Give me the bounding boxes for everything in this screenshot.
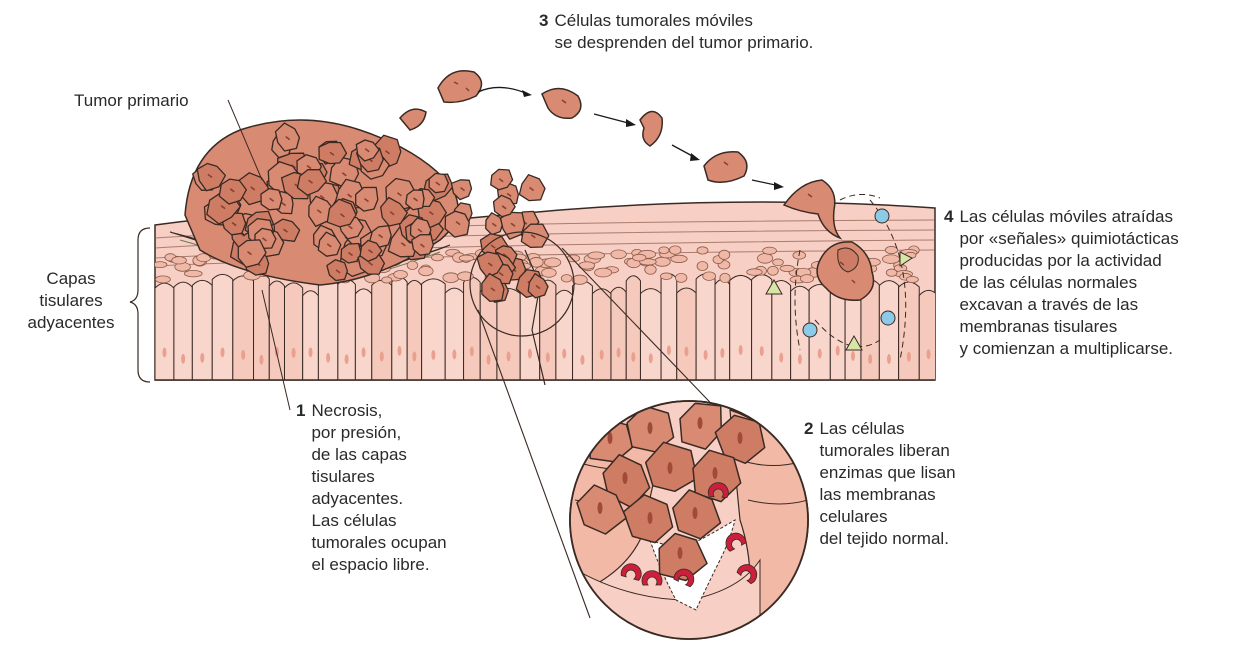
- step-line: Las células móviles atraídas: [959, 206, 1178, 228]
- step-line: por «señales» quimiotácticas: [959, 228, 1178, 250]
- capas-line: Capas: [8, 268, 134, 290]
- step-line: de las capas: [311, 444, 446, 466]
- step-line: las membranas: [819, 484, 955, 506]
- capas-line: adyacentes: [8, 312, 134, 334]
- step-text: Las células móviles atraídas por «señale…: [959, 206, 1178, 360]
- label-adjacent-layers: Capas tisulares adyacentes: [8, 268, 134, 334]
- step-line: adyacentes.: [311, 488, 446, 510]
- step-text: Las células tumorales liberan enzimas qu…: [819, 418, 955, 550]
- step-line: por presión,: [311, 422, 446, 444]
- step-line: enzimas que lisan: [819, 462, 955, 484]
- step-line: membranas tisulares: [959, 316, 1178, 338]
- step-number: 4: [944, 206, 953, 228]
- step-line: tisulares: [311, 466, 446, 488]
- step-line: se desprenden del tumor primario.: [554, 32, 813, 54]
- label-step-3: 3 Células tumorales móviles se desprende…: [539, 10, 813, 54]
- magnified-view: [560, 401, 815, 640]
- step-line: Células tumorales móviles: [554, 10, 813, 32]
- step-line: del tejido normal.: [819, 528, 955, 550]
- step-line: tumorales ocupan: [311, 532, 446, 554]
- label-step-2: 2 Las células tumorales liberan enzimas …: [804, 418, 956, 550]
- capas-line: tisulares: [8, 290, 134, 312]
- step-line: Las células: [819, 418, 955, 440]
- label-step-4: 4 Las células móviles atraídas por «seña…: [944, 206, 1179, 360]
- step-line: el espacio libre.: [311, 554, 446, 576]
- label-primary-tumor: Tumor primario: [74, 90, 189, 112]
- step-number: 3: [539, 10, 548, 32]
- step-number: 1: [296, 400, 305, 422]
- step-text: Necrosis, por presión, de las capas tisu…: [311, 400, 446, 576]
- step-line: excavan a través de las: [959, 294, 1178, 316]
- step-line: producidas por la actividad: [959, 250, 1178, 272]
- step-line: Las células: [311, 510, 446, 532]
- step-line: celulares: [819, 506, 955, 528]
- step-line: de las células normales: [959, 272, 1178, 294]
- label-step-1: 1 Necrosis, por presión, de las capas ti…: [296, 400, 447, 576]
- step-number: 2: [804, 418, 813, 440]
- step-text: Células tumorales móviles se desprenden …: [554, 10, 813, 54]
- step-line: tumorales liberan: [819, 440, 955, 462]
- step-line: Necrosis,: [311, 400, 446, 422]
- step-line: y comienzan a multiplicarse.: [959, 338, 1178, 360]
